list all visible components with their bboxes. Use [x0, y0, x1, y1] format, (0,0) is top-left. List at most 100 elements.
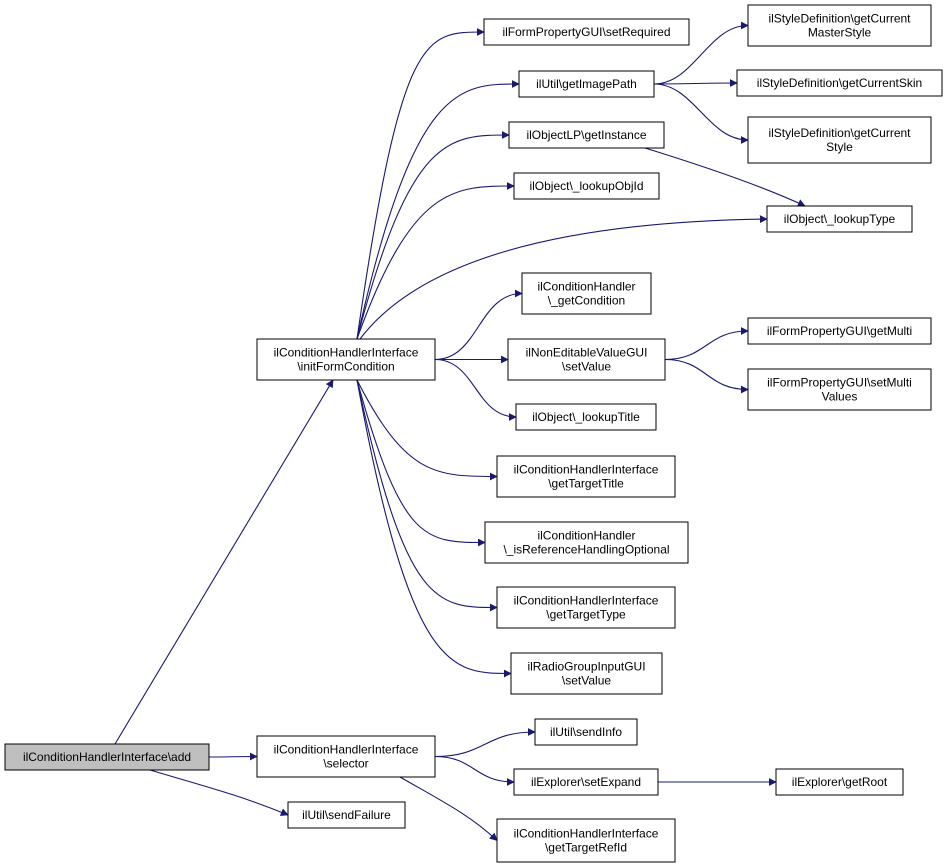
- edge-arrow: [664, 358, 749, 394]
- edge-layer: [114, 21, 806, 842]
- node-label: ilFormPropertyGUI\setRequired: [502, 25, 670, 39]
- edge-initForm-to-getImagePath: [356, 80, 520, 340]
- node-root[interactable]: ilConditionHandlerInterface\add: [4, 743, 210, 771]
- node-sendFailure[interactable]: ilUtil\sendFailure: [287, 801, 406, 829]
- edge-arrow: [434, 728, 536, 758]
- node-box: [483, 18, 690, 46]
- node-box: [510, 652, 663, 695]
- edge-initForm-to-lookupType: [359, 215, 768, 340]
- node-label: ilExplorer\setExpand: [531, 775, 641, 789]
- edge-arrow: [356, 379, 512, 678]
- node-getMulti[interactable]: ilFormPropertyGUI\getMulti: [747, 317, 932, 345]
- node-lookupTitle[interactable]: ilObject\_lookupTitle: [515, 403, 657, 431]
- edge-arrow: [114, 379, 334, 745]
- node-box: [766, 205, 913, 233]
- edge-getImagePath-to-masterStyle: [653, 21, 749, 85]
- node-box: [747, 317, 932, 345]
- node-nevSetValue[interactable]: ilNonEditableValueGUI\setValue: [507, 338, 666, 381]
- edge-getInstance-to-lookupType: [644, 147, 806, 207]
- node-label: ilConditionHandlerInterface: [274, 743, 419, 757]
- edge-selector-to-sendInfo: [434, 728, 536, 758]
- node-box: [515, 403, 657, 431]
- edge-selector-to-setExpand: [434, 755, 515, 786]
- edge-arrow: [434, 358, 517, 421]
- edge-initForm-to-getTargetTitle: [356, 379, 498, 481]
- node-lookupObjId[interactable]: ilObject\_lookupObjId: [513, 172, 660, 200]
- edge-initForm-to-getInstance: [356, 131, 510, 340]
- edge-arrow: [434, 289, 523, 361]
- edge-initForm-to-lookupObjId: [356, 182, 515, 340]
- node-box: [4, 743, 210, 771]
- node-radioSetValue[interactable]: ilRadioGroupInputGUI\setValue: [510, 652, 663, 695]
- edge-arrow: [356, 182, 515, 340]
- node-label: ilConditionHandlerInterface: [274, 346, 419, 360]
- node-getCondition[interactable]: ilConditionHandler\_getCondition: [521, 272, 652, 315]
- node-label: ilObject\_lookupObjId: [529, 179, 643, 193]
- node-label: ilObject\_lookupType: [784, 212, 896, 226]
- node-label: ilStyleDefinition\getCurrent: [768, 12, 911, 26]
- node-label: \getTargetTitle: [548, 477, 624, 491]
- node-initForm[interactable]: ilConditionHandlerInterface\initFormCond…: [256, 338, 436, 381]
- node-label: ilStyleDefinition\getCurrent: [768, 126, 911, 140]
- edge-getImagePath-to-currentStyle: [653, 83, 749, 144]
- edge-arrow: [434, 755, 515, 786]
- node-box: [534, 718, 638, 746]
- edge-getImagePath-to-currentSkin: [653, 79, 738, 88]
- node-label: ilConditionHandlerInterface: [514, 594, 659, 608]
- edge-arrow: [653, 21, 749, 85]
- node-label: ilObject\_lookupTitle: [532, 410, 640, 424]
- edge-nevSetValue-to-setMulti: [664, 358, 749, 394]
- node-box: [747, 368, 932, 411]
- node-currentSkin[interactable]: ilStyleDefinition\getCurrentSkin: [736, 69, 943, 97]
- edge-initForm-to-refHandling: [356, 379, 486, 547]
- edge-arrow: [149, 769, 289, 816]
- node-setExpand[interactable]: ilExplorer\setExpand: [513, 768, 659, 796]
- node-label: \selector: [323, 757, 368, 771]
- node-box: [775, 768, 904, 796]
- node-box: [256, 735, 436, 778]
- node-getRoot[interactable]: ilExplorer\getRoot: [775, 768, 904, 796]
- node-label: \getTargetRefId: [545, 841, 627, 855]
- edge-arrow: [208, 752, 258, 761]
- node-lookupType[interactable]: ilObject\_lookupType: [766, 205, 913, 233]
- edge-arrow: [653, 83, 749, 144]
- node-label: ilUtil\sendInfo: [550, 725, 622, 739]
- node-box: [496, 586, 676, 629]
- edge-arrow: [664, 327, 749, 361]
- edge-initForm-to-radioSetValue: [356, 379, 512, 678]
- edge-root-to-initForm: [114, 379, 334, 745]
- node-label: ilRadioGroupInputGUI: [527, 660, 645, 674]
- edge-arrow: [356, 379, 498, 612]
- node-box: [496, 455, 676, 498]
- node-label: \_isReferenceHandlingOptional: [503, 543, 669, 557]
- node-sendInfo[interactable]: ilUtil\sendInfo: [534, 718, 638, 746]
- node-label: \setValue: [562, 360, 611, 374]
- node-label: ilObjectLP\getInstance: [526, 128, 646, 142]
- node-getTargetType[interactable]: ilConditionHandlerInterface\getTargetTyp…: [496, 586, 676, 629]
- edge-initForm-to-setRequired: [356, 28, 485, 340]
- node-getTargetTitle[interactable]: ilConditionHandlerInterface\getTargetTit…: [496, 455, 676, 498]
- edge-initForm-to-getTargetType: [356, 379, 498, 612]
- node-label: \setValue: [562, 674, 611, 688]
- node-getTargetRefId[interactable]: ilConditionHandlerInterface\getTargetRef…: [496, 818, 676, 863]
- node-refHandling[interactable]: ilConditionHandler\_isReferenceHandlingO…: [484, 521, 689, 564]
- node-getImagePath[interactable]: ilUtil\getImagePath: [518, 70, 655, 98]
- node-box: [513, 172, 660, 200]
- node-label: ilFormPropertyGUI\getMulti: [767, 324, 912, 338]
- node-box: [256, 338, 436, 381]
- edge-arrow: [356, 28, 485, 340]
- edge-initForm-to-lookupTitle: [434, 358, 517, 421]
- node-label: ilStyleDefinition\getCurrentSkin: [757, 76, 922, 90]
- node-box: [496, 818, 676, 863]
- node-getInstance[interactable]: ilObjectLP\getInstance: [508, 121, 665, 149]
- node-setRequired[interactable]: ilFormPropertyGUI\setRequired: [483, 18, 690, 46]
- node-label: ilConditionHandler: [537, 529, 635, 543]
- node-selector[interactable]: ilConditionHandlerInterface\selector: [256, 735, 436, 778]
- node-label: ilConditionHandlerInterface: [514, 827, 659, 841]
- node-box: [287, 801, 406, 829]
- node-label: ilConditionHandlerInterface: [514, 463, 659, 477]
